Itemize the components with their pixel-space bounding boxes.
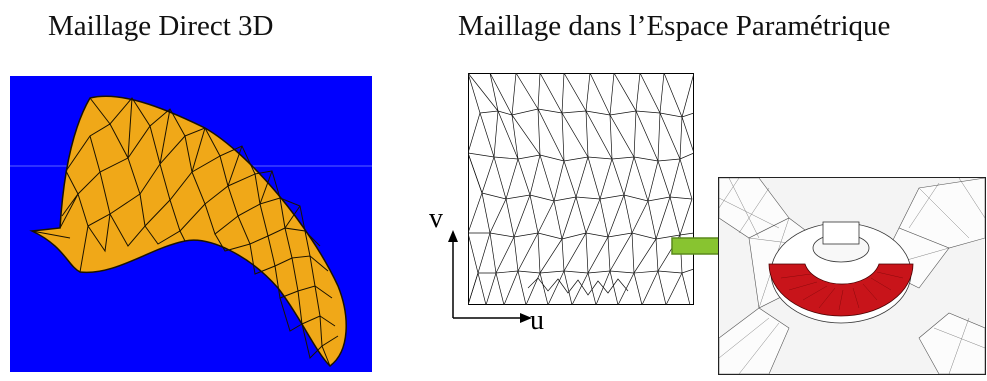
direct-3d-mesh-title: Maillage Direct 3D [48, 10, 274, 42]
parametric-mesh-drawing [467, 71, 695, 307]
parametric-3d-mesh-view [718, 177, 986, 375]
v-axis-label: v [429, 203, 443, 234]
parametric-space-mesh-title: Maillage dans l’Espace Paramétrique [458, 10, 891, 42]
direct-3d-mesh-drawing [10, 95, 372, 367]
u-axis-label: u [530, 305, 544, 336]
uv-axes [428, 200, 558, 376]
parametric-space-mesh [467, 71, 695, 307]
uv-axes-drawing [448, 230, 532, 323]
direct-3d-mesh-view [10, 76, 372, 372]
parametric-3d-mesh-drawing [719, 178, 985, 374]
